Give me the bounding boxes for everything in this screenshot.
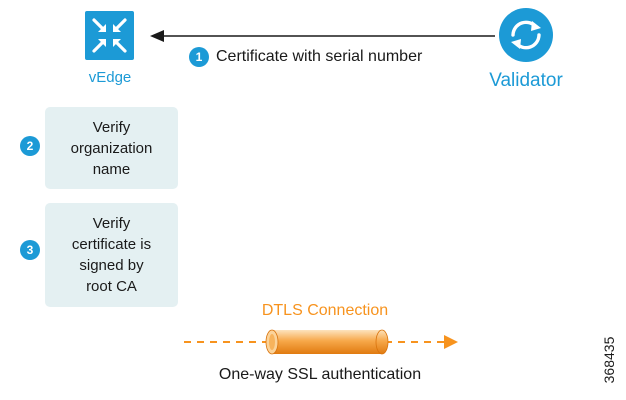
validator-sync-icon: [498, 7, 554, 63]
step-1-text: Certificate with serial number: [216, 48, 423, 65]
certificate-flow-arrow: [150, 28, 495, 44]
step-3-badge: 3: [20, 240, 40, 260]
figure-id: 368435: [598, 322, 620, 398]
step-1-badge: 1: [189, 47, 209, 67]
vedge-router-icon: [85, 11, 134, 60]
dtls-tunnel-icon: [180, 325, 470, 359]
figure-id-text: 368435: [601, 336, 617, 384]
dtls-connection-title: DTLS Connection: [261, 302, 389, 319]
step-3-box: Verify certificate is signed by root CA: [45, 203, 178, 307]
step-2-box: Verify organization name: [45, 107, 178, 189]
vedge-label: vEdge: [88, 69, 132, 86]
step-2-text: Verify organization name: [70, 118, 153, 178]
step-2-badge: 2: [20, 136, 40, 156]
step-3-text: Verify certificate is signed by root CA: [71, 215, 152, 295]
ssl-authentication-caption: One-way SSL authentication: [218, 366, 422, 383]
validator-label: Validator: [489, 70, 563, 91]
